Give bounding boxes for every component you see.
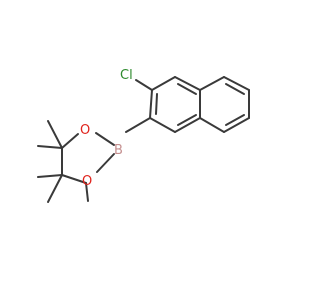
- atom-label-layer: Cl B O O: [80, 68, 133, 189]
- bond-o-lower-c: [61, 174, 87, 184]
- bond-c10-c4: [199, 117, 225, 133]
- bond-c4-c5: [174, 117, 201, 133]
- bond-c2-c3-inner: [177, 83, 197, 95]
- oxygen-lower-label: O: [82, 174, 92, 189]
- bond-methyl-lower-1: [37, 174, 63, 178]
- bond-methyl-upper-1: [47, 120, 63, 149]
- bond-c9-c10: [223, 117, 250, 133]
- bond-methyl-lower-3: [85, 182, 89, 202]
- bond-c3-c7: [199, 76, 225, 91]
- bond-c6-b: [125, 117, 151, 133]
- bond-layer: [37, 76, 250, 203]
- bond-c6-c1-inner: [155, 93, 158, 115]
- structure-canvas: Cl B O O: [37, 68, 250, 203]
- bond-c2-c3: [174, 76, 201, 91]
- bond-o-upper-c: [61, 133, 79, 149]
- bond-c9-c10-inner: [225, 114, 245, 126]
- bond-c4-c5-inner: [177, 114, 197, 126]
- bond-b-o-lower: [96, 153, 115, 173]
- oxygen-upper-label: O: [80, 123, 90, 138]
- bond-b-o-upper: [95, 132, 115, 146]
- bond-c5-c6: [149, 117, 176, 133]
- bond-c7-c8: [223, 76, 250, 91]
- bond-c1-cl: [135, 79, 153, 91]
- molecule-drawing: Cl B O O: [37, 68, 250, 203]
- bond-methyl-lower-2: [47, 174, 63, 203]
- bond-c1-c2: [151, 76, 176, 91]
- bond-c6-c1: [149, 89, 153, 119]
- bond-methyl-upper-2: [37, 145, 63, 149]
- bond-c7-c8-inner: [225, 83, 245, 95]
- chlorine-label: Cl: [120, 68, 133, 83]
- boron-label: B: [114, 143, 123, 158]
